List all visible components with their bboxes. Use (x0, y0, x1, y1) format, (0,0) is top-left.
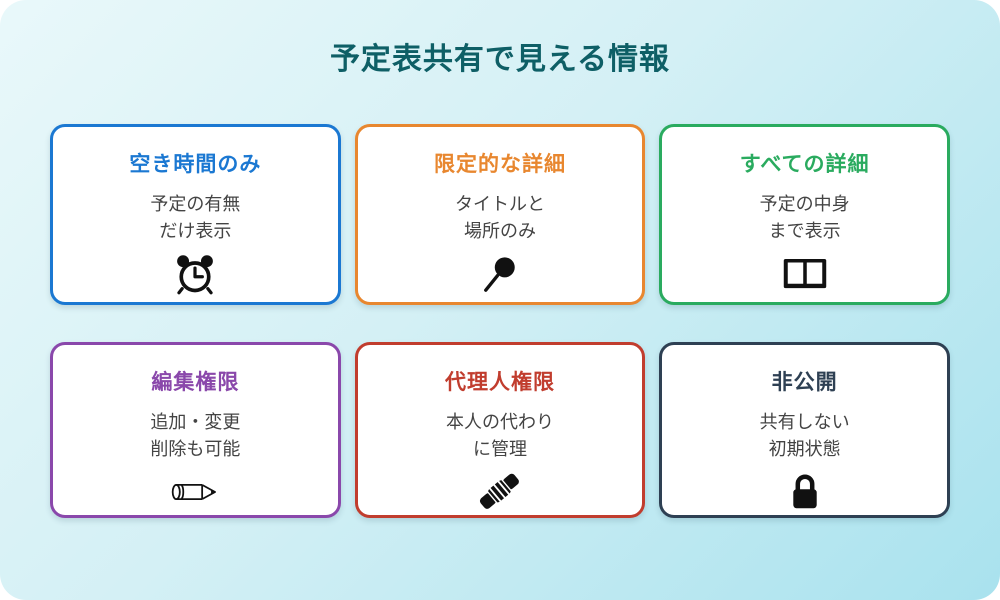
pushpin-icon (481, 253, 519, 295)
card-limited-details: 限定的な詳細 タイトルと 場所のみ (354, 124, 646, 305)
description-line: だけ表示 (159, 221, 232, 242)
card-title: 編集権限 (151, 371, 240, 394)
description-line: まで表示 (768, 221, 841, 242)
card-description: 予定の有無 だけ表示 (150, 191, 240, 246)
description-line: 本人の代わり (445, 412, 554, 432)
description-line: 削除も可能 (150, 439, 241, 460)
card-grid: 空き時間のみ 予定の有無 だけ表示 限定的な詳細 タイトルと 場所のみ (50, 124, 950, 518)
page-title: 予定表共有で見える情報 (329, 43, 671, 76)
card-title: 空き時間のみ (129, 153, 262, 176)
description-line: 追加・変更 (150, 412, 241, 432)
description-line: に管理 (472, 439, 527, 460)
alarm-clock-icon (173, 253, 217, 295)
description-line: タイトルと (454, 194, 545, 214)
card-free-time-only: 空き時間のみ 予定の有無 だけ表示 (50, 124, 341, 305)
description-line: 予定の有無 (150, 194, 241, 214)
card-description: 本人の代わり に管理 (446, 409, 554, 464)
description-line: 場所のみ (463, 221, 536, 242)
card-title: 非公開 (771, 371, 838, 394)
card-delegate-permission: 代理人権限 本人の代わり に管理 (354, 342, 646, 518)
card-description: 予定の中身 まで表示 (760, 191, 850, 246)
card-title: すべての詳細 (739, 153, 870, 176)
card-edit-permission: 編集権限 追加・変更 削除も可能 (50, 342, 341, 518)
lock-icon (787, 471, 823, 513)
open-book-icon (782, 253, 828, 295)
card-private: 非公開 共有しない 初期状態 (659, 342, 950, 518)
pencil-icon (170, 471, 220, 513)
description-line: 予定の中身 (759, 194, 850, 214)
description-line: 初期状態 (768, 439, 841, 460)
card-all-details: すべての詳細 予定の中身 まで表示 (659, 124, 950, 305)
card-description: 追加・変更 削除も可能 (150, 409, 240, 464)
card-title: 限定的な詳細 (433, 153, 566, 176)
handshake-icon (478, 471, 522, 513)
card-title: 代理人権限 (444, 371, 555, 394)
card-description: 共有しない 初期状態 (760, 409, 850, 464)
description-line: 共有しない (759, 412, 850, 432)
card-description: タイトルと 場所のみ (455, 191, 545, 246)
